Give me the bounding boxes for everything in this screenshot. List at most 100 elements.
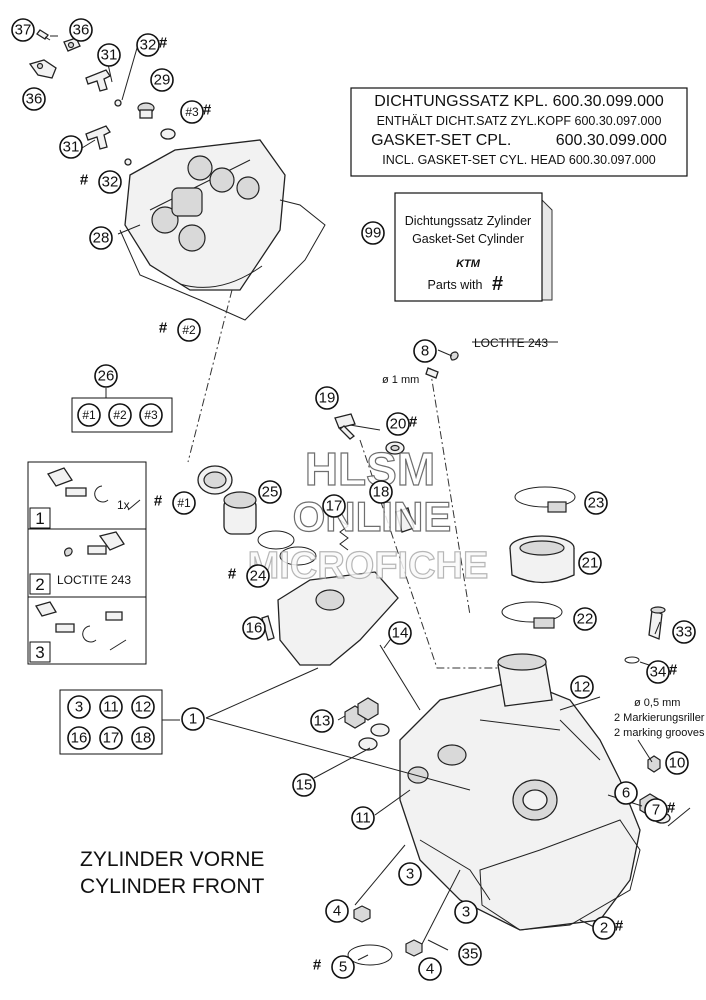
callout-8-11[interactable]: 8	[413, 339, 437, 363]
step-2-note: LOCTITE 243	[57, 573, 131, 587]
callout-1[interactable]: 1	[181, 707, 205, 731]
callout-32-4[interactable]: 32#	[136, 33, 168, 57]
callout-18-17[interactable]: 18	[369, 480, 393, 504]
callout-label: 29	[154, 72, 171, 89]
callout-group1-17[interactable]: 17	[99, 726, 123, 750]
hash-marker: #	[159, 35, 168, 52]
callout-label: 3	[462, 904, 470, 921]
callout-20-13[interactable]: 20#	[386, 412, 418, 436]
callout-4-34[interactable]: 4	[325, 899, 349, 923]
callout-group26-2[interactable]: #2	[108, 403, 132, 427]
step-1: 1 1x	[29, 467, 141, 529]
callout-label: 13	[314, 713, 331, 730]
callout-label: 36	[26, 91, 43, 108]
callout-5-38[interactable]: 5#	[313, 955, 355, 979]
callout-26[interactable]: 26	[94, 364, 118, 388]
group-1: 1 3 11 12 16 17 18	[59, 689, 205, 755]
callout-label: 32	[140, 37, 157, 54]
callout-hash-2-10[interactable]: #2#	[159, 318, 201, 342]
callout-group1-3-label: 3	[75, 699, 83, 716]
fitting-31b-drawing	[85, 125, 132, 166]
callout-hash-1-14[interactable]: #1#	[154, 491, 196, 515]
valve-cover-28-drawing	[124, 139, 286, 291]
callout-label: 12	[574, 679, 591, 696]
callout-hash-3-6[interactable]: #3#	[180, 100, 212, 124]
nut-13-drawing	[344, 697, 390, 751]
callout-2-36[interactable]: 2#	[592, 916, 624, 940]
callout-group1-11-label: 11	[103, 699, 119, 716]
hash-marker: #	[228, 566, 237, 583]
step-2: 2 LOCTITE 243	[29, 531, 131, 595]
tube-25-drawing	[223, 491, 257, 535]
callout-label: 3	[406, 866, 414, 883]
callout-label: 5	[339, 959, 347, 976]
callout-label: 19	[319, 390, 336, 407]
callout-group1-18-label: 18	[135, 730, 152, 747]
callout-31-7[interactable]: 31	[59, 135, 83, 159]
step-3: 3	[29, 601, 127, 663]
callout-36-2[interactable]: 36	[22, 87, 46, 111]
callout-group26-1[interactable]: #1	[77, 403, 101, 427]
callout-label: 31	[101, 47, 118, 64]
callout-31-3[interactable]: 31	[97, 43, 121, 67]
nuts-4-drawing	[353, 905, 423, 957]
callout-group1-11[interactable]: 11	[99, 695, 123, 719]
bolt-8-drawing	[425, 351, 459, 379]
callout-11-32[interactable]: 11	[351, 806, 375, 830]
callout-28-9[interactable]: 28	[89, 226, 113, 250]
callout-6-30[interactable]: 6	[614, 781, 638, 805]
callout-group1-18[interactable]: 18	[131, 726, 155, 750]
step-2-number: 2	[35, 575, 44, 594]
callout-17-16[interactable]: 17	[322, 494, 346, 518]
kit-line-3: GASKET-SET CPL. 600.30.099.000	[371, 132, 667, 149]
callout-label: 35	[462, 946, 479, 963]
callout-group1-16[interactable]: 16	[67, 726, 91, 750]
callout-group26-3[interactable]: #3	[139, 403, 163, 427]
callout-33-24[interactable]: 33	[672, 620, 696, 644]
callout-15-29[interactable]: 15	[292, 773, 316, 797]
washer-20-drawing	[385, 441, 405, 455]
callout-group1-3[interactable]: 3	[67, 695, 91, 719]
callout-34-25[interactable]: 34#	[646, 660, 678, 684]
watermark-line-2: ONLINE	[293, 493, 452, 540]
callout-19-12[interactable]: 19	[315, 386, 339, 410]
callout-3-33[interactable]: 3	[398, 862, 422, 886]
callout-3-35[interactable]: 3	[454, 900, 478, 924]
callout-36-1[interactable]: 36	[69, 18, 93, 42]
callout-24-20[interactable]: 24#	[228, 564, 270, 588]
callout-14-23[interactable]: 14	[388, 621, 412, 645]
hash-marker: #	[409, 414, 418, 431]
callout-37-0[interactable]: 37	[11, 18, 35, 42]
callout-21-19[interactable]: 21	[578, 551, 602, 575]
title-german: ZYLINDER VORNE	[80, 848, 264, 871]
group-26: 26 #1 #2 #3	[71, 364, 173, 433]
parts-with-hash: #	[492, 273, 503, 295]
callout-group1-12[interactable]: 12	[131, 695, 155, 719]
cylinder-head-drawing	[399, 653, 641, 931]
hash-marker: #	[669, 662, 678, 679]
callout-99-label: 99	[365, 225, 382, 242]
watermark-line-3: MICROFICHE	[248, 545, 489, 587]
base-gasket-2-drawing	[479, 819, 641, 931]
callout-13-27[interactable]: 13	[310, 709, 334, 733]
ktm-logo: KTM	[456, 258, 481, 270]
callout-23-18[interactable]: 23	[584, 491, 608, 515]
plug-29-drawing	[137, 102, 176, 140]
callout-10-28[interactable]: 10	[665, 751, 689, 775]
callout-label: 25	[262, 484, 279, 501]
fitting-31-drawing	[85, 69, 122, 107]
callout-label: 8	[421, 343, 429, 360]
bolt-19-drawing	[334, 413, 356, 440]
callout-99[interactable]: 99	[361, 221, 385, 245]
callout-35-37[interactable]: 35	[458, 942, 482, 966]
callout-12-26[interactable]: 12	[570, 675, 594, 699]
callout-32-8[interactable]: 32#	[80, 170, 122, 194]
callout-25-15[interactable]: 25	[258, 480, 282, 504]
callout-label: #2	[182, 323, 196, 337]
callout-7-31[interactable]: 7#	[644, 798, 676, 822]
marking-grooves-en: 2 marking grooves	[614, 727, 705, 739]
callout-22-21[interactable]: 22	[573, 607, 597, 631]
callout-29-5[interactable]: 29	[150, 68, 174, 92]
callout-4-39[interactable]: 4	[418, 957, 442, 981]
callout-16-22[interactable]: 16	[242, 616, 266, 640]
